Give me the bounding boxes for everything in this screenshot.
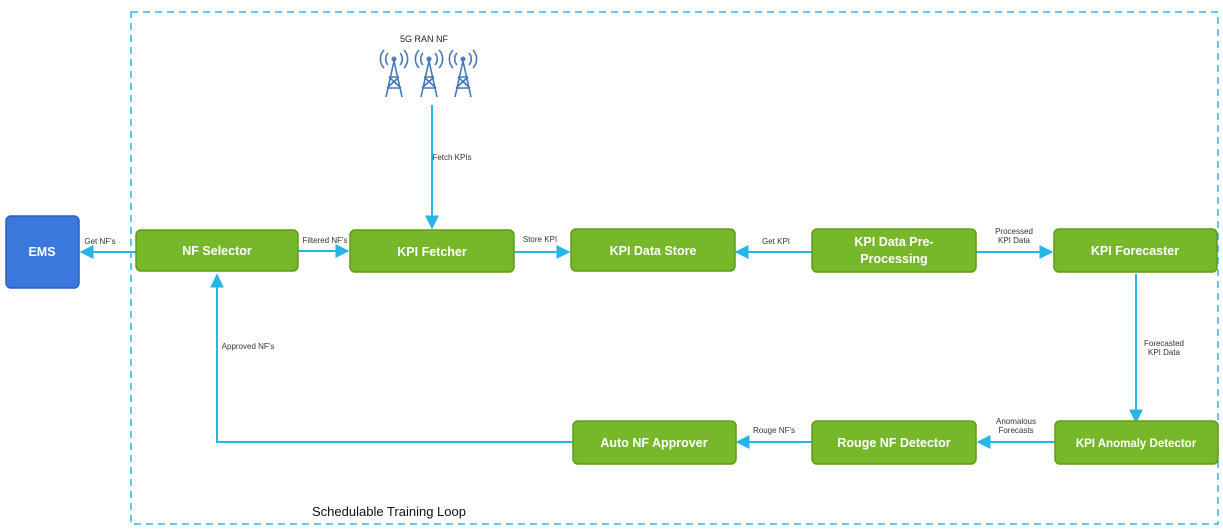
node-kpi-fetcher: KPI Fetcher <box>349 229 515 273</box>
cell-tower-icon <box>379 49 409 98</box>
edge-label-fetch-kpis: Fetch KPIs <box>432 153 471 162</box>
node-ems-label: EMS <box>28 245 55 259</box>
training-loop-boundary <box>130 11 1219 525</box>
edge-label-anomalous-line1: Anomalous <box>996 417 1036 426</box>
node-kpi-anomaly-detector-label: KPI Anomaly Detector <box>1076 438 1197 450</box>
cell-tower-icon <box>448 49 478 98</box>
node-auto-nf-approver-label: Auto NF Approver <box>600 436 707 450</box>
edge-label-filtered-nfs: Filtered NF's <box>302 236 347 245</box>
node-kpi-forecaster-label: KPI Forecaster <box>1091 244 1179 258</box>
edge-label-anomalous-line2: Forecasts <box>998 426 1033 435</box>
node-kpi-data-preprocessing: KPI Data Pre- Processing <box>811 228 977 273</box>
edge-approved-nfs <box>210 273 573 443</box>
node-kpi-forecaster: KPI Forecaster <box>1053 228 1218 273</box>
node-kpi-preprocessing-label-line1: KPI Data Pre- <box>854 235 933 249</box>
training-loop-label: Schedulable Training Loop <box>312 504 466 519</box>
node-kpi-fetcher-label: KPI Fetcher <box>397 245 467 259</box>
node-nf-selector: NF Selector <box>135 229 299 272</box>
node-ems: EMS <box>5 215 80 289</box>
edge-label-processed-line1: Processed <box>995 227 1033 236</box>
edge-label-store-kpi: Store KPI <box>523 235 557 244</box>
edge-label-get-kpi: Get KPI <box>762 237 790 246</box>
edge-label-rouge-nfs: Rouge NF's <box>753 426 795 435</box>
edge-label-forecasted-line2: KPI Data <box>1148 348 1181 357</box>
edge-label-get-nfs: Get NF's <box>84 237 115 246</box>
node-auto-nf-approver: Auto NF Approver <box>572 420 737 465</box>
edge-label-forecasted-line1: Forecasted <box>1144 339 1184 348</box>
node-rouge-nf-detector: Rouge NF Detector <box>811 420 977 465</box>
node-kpi-preprocessing-label-line2: Processing <box>860 252 927 266</box>
node-kpi-data-store-label: KPI Data Store <box>610 244 697 258</box>
ran-nf-label: 5G RAN NF <box>400 34 449 44</box>
cell-tower-icon <box>414 49 444 98</box>
node-kpi-anomaly-detector: KPI Anomaly Detector <box>1054 420 1219 465</box>
node-kpi-data-store: KPI Data Store <box>570 228 736 272</box>
edge-label-processed-line2: KPI Data <box>998 236 1031 245</box>
node-rouge-nf-detector-label: Rouge NF Detector <box>837 436 950 450</box>
node-nf-selector-label: NF Selector <box>182 244 252 258</box>
edge-label-approved-nfs: Approved NF's <box>222 342 275 351</box>
